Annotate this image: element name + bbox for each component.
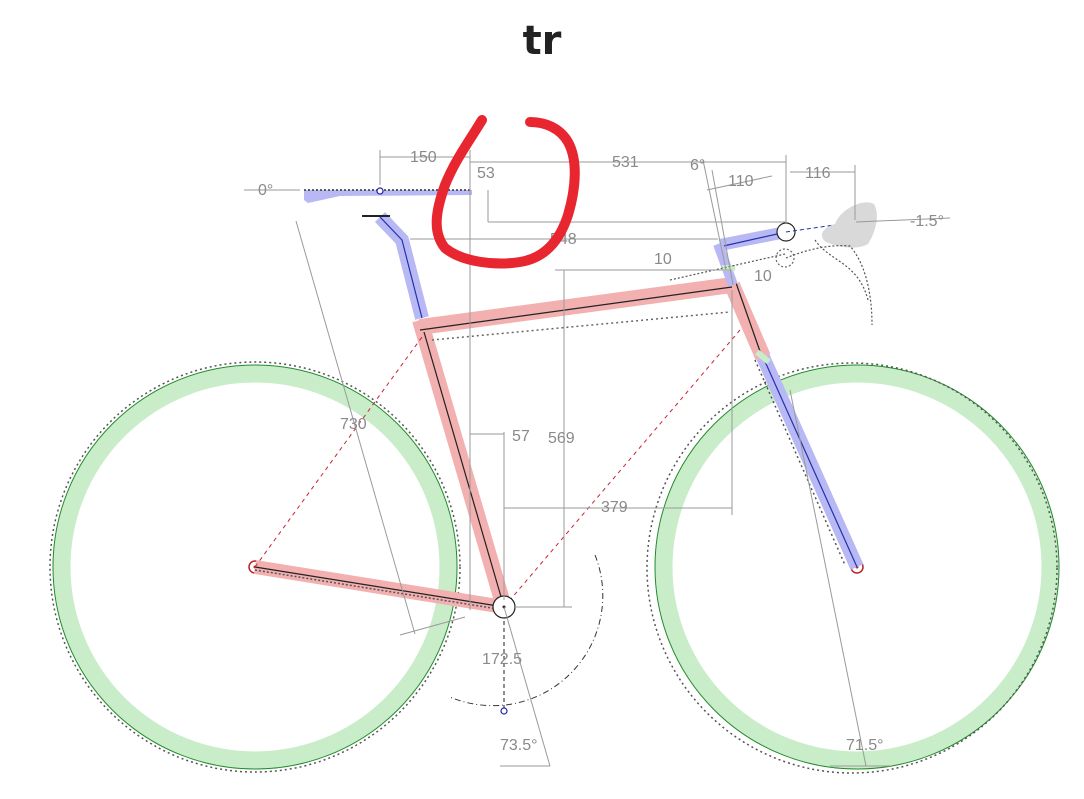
front-tire-clearance: [646, 362, 1058, 774]
fork-ghost: [754, 359, 846, 566]
stem-angle-ref: [711, 169, 734, 286]
label-bar-angle: -1.5°: [910, 213, 944, 230]
head-angle-line: [789, 389, 867, 767]
seat-icon: [304, 190, 472, 203]
label-spacer-2: 10: [754, 268, 772, 285]
rear-tire: [53, 365, 457, 769]
label-stem-angle: 6°: [690, 157, 705, 174]
page-title: tr: [522, 18, 562, 64]
label-saddle-height: 730: [340, 416, 367, 433]
drop-bar-ghost: [785, 245, 873, 326]
label-seat-angle: 73.5°: [500, 737, 538, 754]
crankset: [449, 554, 604, 715]
chainstay-line: [254, 566, 505, 608]
front-tire: [655, 365, 1059, 769]
saddle-point: [376, 187, 384, 195]
front-tire-outline: [654, 364, 1060, 770]
rear-tire-clearance: [49, 361, 461, 773]
frame: [253, 277, 771, 614]
seatpost-line: [379, 216, 423, 319]
label-reach-to-bars: 531: [612, 154, 639, 171]
downtube-dashed: [503, 329, 741, 608]
stem-line: [718, 231, 787, 248]
dimension-lines: [244, 150, 951, 767]
top-tube-line: [419, 286, 733, 331]
label-saddle-drop: 53: [477, 165, 495, 182]
label-reach: 379: [601, 499, 628, 516]
bar-angle-line: [855, 217, 951, 223]
label-saddle-setback: 150: [410, 149, 437, 166]
label-bb-offset: 57: [512, 428, 530, 445]
brake-hood-icon: [821, 202, 877, 248]
seat-angle-line: [503, 606, 551, 767]
label-spacer-1: 10: [654, 251, 672, 268]
head-tube-line: [734, 279, 763, 358]
handlebar-ghost: [775, 248, 795, 268]
rear-tire-outline: [52, 364, 458, 770]
fork: [754, 349, 864, 570]
fork-line: [762, 356, 858, 568]
label-bar-reach: 116: [805, 165, 831, 182]
cockpit: [669, 202, 877, 326]
steerer-axis: [702, 159, 727, 271]
seatpost: [374, 212, 429, 320]
label-stem-length: 110: [728, 173, 754, 190]
label-head-angle: 71.5°: [846, 737, 884, 754]
pedal-point: [500, 707, 508, 715]
stem-length-dim: [706, 175, 773, 191]
seatpost-saddle: [304, 187, 472, 320]
saddle-height-dim: [295, 220, 416, 635]
red-annotation-mark: [431, 115, 580, 269]
rear-wheel: [49, 361, 461, 773]
label-saddle-angle: 0°: [258, 182, 273, 199]
label-crank-length: 172.5: [482, 651, 522, 668]
crown-race: [755, 349, 771, 365]
hood-ghost: [814, 239, 869, 301]
seat-tube-line: [423, 331, 505, 608]
top-tube: [418, 277, 734, 335]
steerer: [713, 242, 738, 287]
front-wheel: [646, 362, 1060, 774]
label-stack: 569: [548, 430, 575, 447]
